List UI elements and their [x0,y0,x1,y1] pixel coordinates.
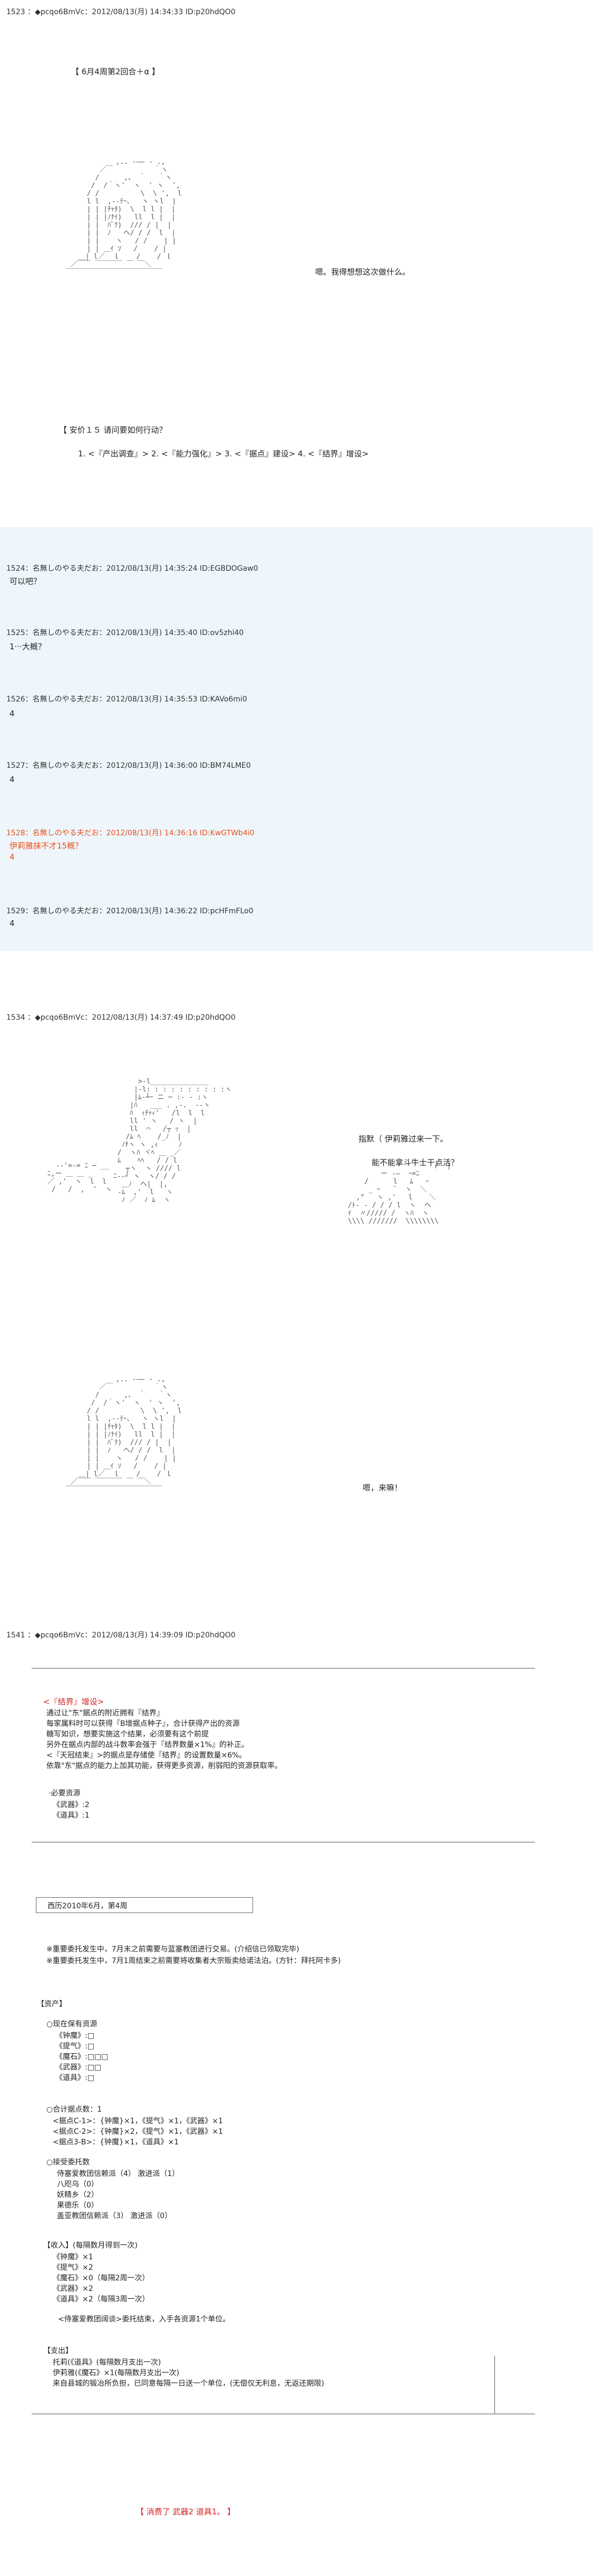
req-weapon: 《武器》:2 [53,1801,90,1809]
income-5: 《道具》×2（每隔3周一次） [53,2295,150,2304]
reply-1525-body: 1···大概？ [9,642,46,651]
base-2: <据点C-2>：{钟魔}×2，《提气》×1，《武器》×1 [53,2128,223,2136]
kekkai-line-4: 另外在据点内部的战斗数率会强于『结界数量×1%』的补正。 [46,1741,249,1749]
base-3: <据点3-B>：{钟魔}×1，《道具》×1 [53,2138,179,2146]
reply-1524-header: 1524：名無しのやる夫だお：2012/08/13(月) 14:35:24 ID… [6,564,258,573]
res-5: 《道具》:□ [55,2074,94,2082]
post-1534-header: 1534 ：◆pcqo6BmVc：2012/08/13(月) 14:37:49 … [6,1013,236,1022]
ascii-art-figure-3: ,.. -―― - ., ／￣ ｀ヽ / ,、 ｀ ｀ヽ / /｀ヽ' ヽ ' … [66,1375,182,1494]
res-3: 《魔石》:□□□ [55,2053,109,2061]
ascii-art-figure-2-bottom-left: -‐'=‐= ﾆ ─ __ ﾆ,ー ＿ ＿ _ ／ ,' ヽ l l / / ,… [47,1162,112,1194]
bases-count: ○合计据点数：1 [46,2105,102,2114]
kekkai-line-2: 每家属料时可以获得『B增据点种子』，合计获得产出的资源 [46,1720,240,1728]
speech-think: 嗯。我得想想这次做什么。 [315,267,411,277]
post-1541-header: 1541 ：◆pcqo6BmVc：2012/08/13(月) 14:39:09 … [6,1631,236,1640]
reply-1524-body: 可以吧？ [9,577,42,586]
order-4: 果德乐（0） [57,2201,99,2210]
speech-call: 指默（ 伊莉雅过来一下。 [358,1134,448,1144]
notice-1: ※重要委托发生中，7月末之前需要与蓝塞教团进行交易。(介绍信已领取完毕) [46,1945,299,1954]
reply-1527-header: 1527：名無しのやる夫だお：2012/08/13(月) 14:36:00 ID… [6,762,251,770]
speech-ask: 能不能拿斗牛士干点活？ [372,1158,459,1167]
ascii-art-figure-1: ,.. -―― - ., ／￣ ｀ヽ / ,、 ｀ ｀ヽ / /｀ヽ' ヽ ' … [66,158,182,277]
kekkai-title: <『结界』增设> [43,1697,104,1706]
base-1: <据点C-1>：{钟魔}×1，《提气》×1，《武器》×1 [53,2117,223,2125]
divider-vertical [494,2356,495,2414]
assets-heading: 【资产】 [37,2000,66,2008]
action-options[interactable]: 1. <『产出调查』> 2. <『能力强化』> 3. <『据点』建设> 4. <… [78,449,369,458]
expense-1: 托莉(《道具》(每隔数月支出一次) [53,2358,161,2367]
reply-1526-header: 1526：名無しのやる夫だお：2012/08/13(月) 14:35:53 ID… [6,695,247,704]
reply-1529-body: 4 [9,919,15,928]
round-title: 【 6月4周第2回合＋α 】 [71,67,160,76]
week-box [36,1897,253,1913]
res-1: 《钟魔》:□ [55,2032,94,2040]
reply-1527-body: 4 [9,775,15,784]
ascii-art-figure-2-right: / | ー -― ｰ=ﾆ / l ﾑ ｰ _ ｰ ¨ ヽ ＼ ," ヽ ,' l… [348,1162,451,1225]
week-label: 西历2010年6月，第4周 [47,1902,128,1910]
income-4: 《武器》×2 [53,2285,93,2293]
order-1: 侍塞爱教团信赖派（4） 激进派（1） [57,2170,180,2178]
post-1523-header: 1523 ：◆pcqo6BmVc：2012/08/13(月) 14:34:33 … [6,8,236,16]
order-2: 八咫乌（0） [57,2180,99,2189]
ascii-art-figure-2: >-l______________ |-l: : : : : : : : : :… [113,1078,232,1204]
req-label: ·必要资源 [48,1789,81,1798]
orders-heading: ○接受委托数 [46,2158,90,2167]
expense-3: 来自县城的锻冶所负担，已同意每隔一日送一个单位，(无偿仅无利息，无返还期限) [53,2379,324,2388]
expense-heading: 【支出】 [43,2347,73,2355]
reply-1528-header: 1528：名無しのやる夫だお：2012/08/13(月) 14:36:16 ID… [6,829,255,837]
current-resources: ○现在保有资源 [46,2020,98,2028]
reply-1526-body: 4 [9,709,15,718]
kekkai-line-5: <『天冠结束』>的据点是存储使『结界』的设置数量×6%。 [46,1751,247,1760]
income-note: <侍塞爱教团阔谈>委托结束，入手各资源1个单位。 [58,2315,230,2324]
reply-1525-header: 1525：名無しのやる夫だお：2012/08/13(月) 14:35:40 ID… [6,629,244,637]
income-heading: 【收入】(每隔数月得到一次) [43,2241,138,2250]
income-3: 《魔石》×0（每隔2周一次） [53,2274,150,2282]
res-2: 《提气》:□ [55,2042,94,2051]
question-prompt: 【 安价１５ 请问要如何行动？ [59,425,167,435]
speech-come: 嗯，来嘛！ [363,1483,403,1492]
notice-2: ※重要委托发生中，7月1周结束之前需要将收集者大宗贩卖给诺法泊。(方针：拜托阿卡… [46,1957,341,1965]
income-2: 《提气》×2 [53,2263,93,2272]
income-1: 《钟魔》×1 [53,2253,93,2261]
order-5: 盖亚教团信赖派（3） 激进派（0） [57,2212,172,2220]
reply-1529-header: 1529：名無しのやる夫だお：2012/08/13(月) 14:36:22 ID… [6,907,254,915]
replies-section [0,527,593,951]
consume-result: 【 消费了 武器2 道具1。 】 [136,2507,236,2516]
kekkai-line-1: 通过让"东"据点的附近拥有『结界』 [46,1709,164,1718]
reply-1528-body: 伊莉雅抹不才15概？ [9,841,83,851]
kekkai-line-3: 糖写如识，想要实施这个结果，必须要有这个前提 [46,1730,209,1739]
expense-2: 伊莉雅(《魔石》×1(每隔数月支出一次) [53,2369,180,2377]
req-item: 《道具》:1 [53,1811,90,1820]
order-3: 妖精乡（2） [57,2191,99,2199]
kekkai-line-6: 依靠"东"据点的能力上加其功能，获得更多资源，削弱阳的资源获取率。 [46,1762,282,1770]
reply-1528-body-2: 4 [9,852,15,862]
res-4: 《武器》:□□ [55,2063,102,2072]
